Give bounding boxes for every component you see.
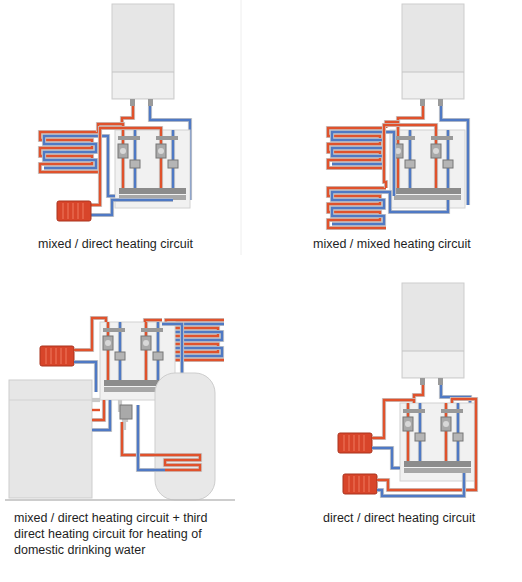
caption-label: direct / direct heating circuit: [323, 510, 518, 526]
caption-label: mixed / mixed heating circuit: [313, 236, 518, 252]
caption-label: mixed / direct heating circuit + third d…: [14, 510, 232, 558]
caption-label: mixed / direct heating circuit: [38, 236, 238, 252]
